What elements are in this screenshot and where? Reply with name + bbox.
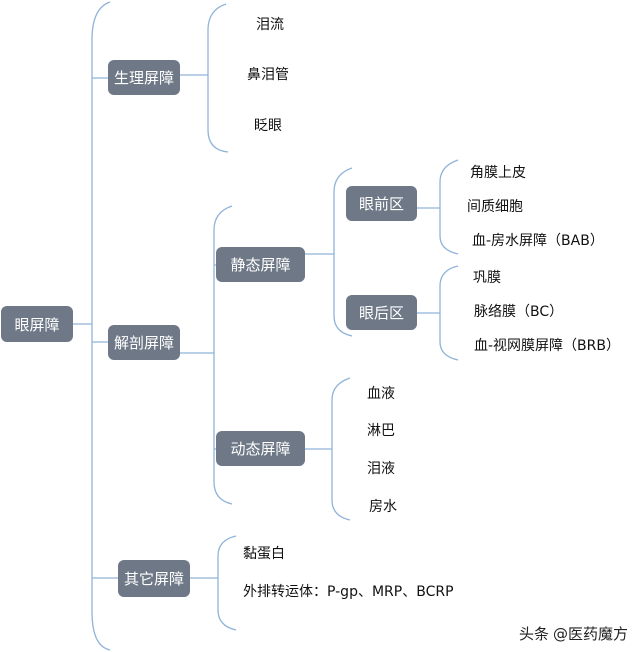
- leaf-blood: 血液: [367, 386, 395, 402]
- source-watermark: 头条 @医药魔方: [519, 623, 628, 644]
- leaf-efflux-transporters: 外排转运体：P-gp、MRP、BCRP: [243, 584, 454, 600]
- leaf-aqueous-humor: 房水: [369, 499, 397, 515]
- leaf-tear-flow: 泪流: [256, 17, 284, 33]
- static-barrier-node: 静态屏障: [216, 247, 305, 282]
- leaf-sclera: 巩膜: [473, 270, 501, 286]
- leaf-blood-retinal-barrier: 血-视网膜屏障（BRB）: [474, 338, 620, 354]
- leaf-blood-aqueous-barrier: 血-房水屏障（BAB）: [472, 233, 604, 249]
- other-barrier-node: 其它屏障: [118, 560, 190, 597]
- anterior-segment-node: 眼前区: [346, 186, 417, 221]
- leaf-mucin: 黏蛋白: [243, 546, 285, 562]
- leaf-lymph: 淋巴: [367, 423, 395, 439]
- leaf-stromal-cells: 间质细胞: [467, 199, 523, 215]
- leaf-nasolacrimal-duct: 鼻泪管: [247, 67, 289, 83]
- leaf-tear-fluid: 泪液: [367, 461, 395, 477]
- leaf-corneal-epithelium: 角膜上皮: [470, 165, 526, 181]
- leaf-blinking: 眨眼: [254, 118, 282, 134]
- dynamic-barrier-node: 动态屏障: [216, 431, 305, 466]
- posterior-segment-node: 眼后区: [346, 295, 417, 330]
- root-node: 眼屏障: [1, 306, 73, 342]
- leaf-choroid: 脉络膜（BC）: [474, 304, 564, 320]
- anatomical-barrier-node: 解剖屏障: [108, 325, 180, 360]
- physiological-barrier-node: 生理屏障: [108, 60, 180, 95]
- watermark-prefix: 头条: [518, 625, 549, 643]
- watermark-handle: @医药魔方: [552, 625, 628, 643]
